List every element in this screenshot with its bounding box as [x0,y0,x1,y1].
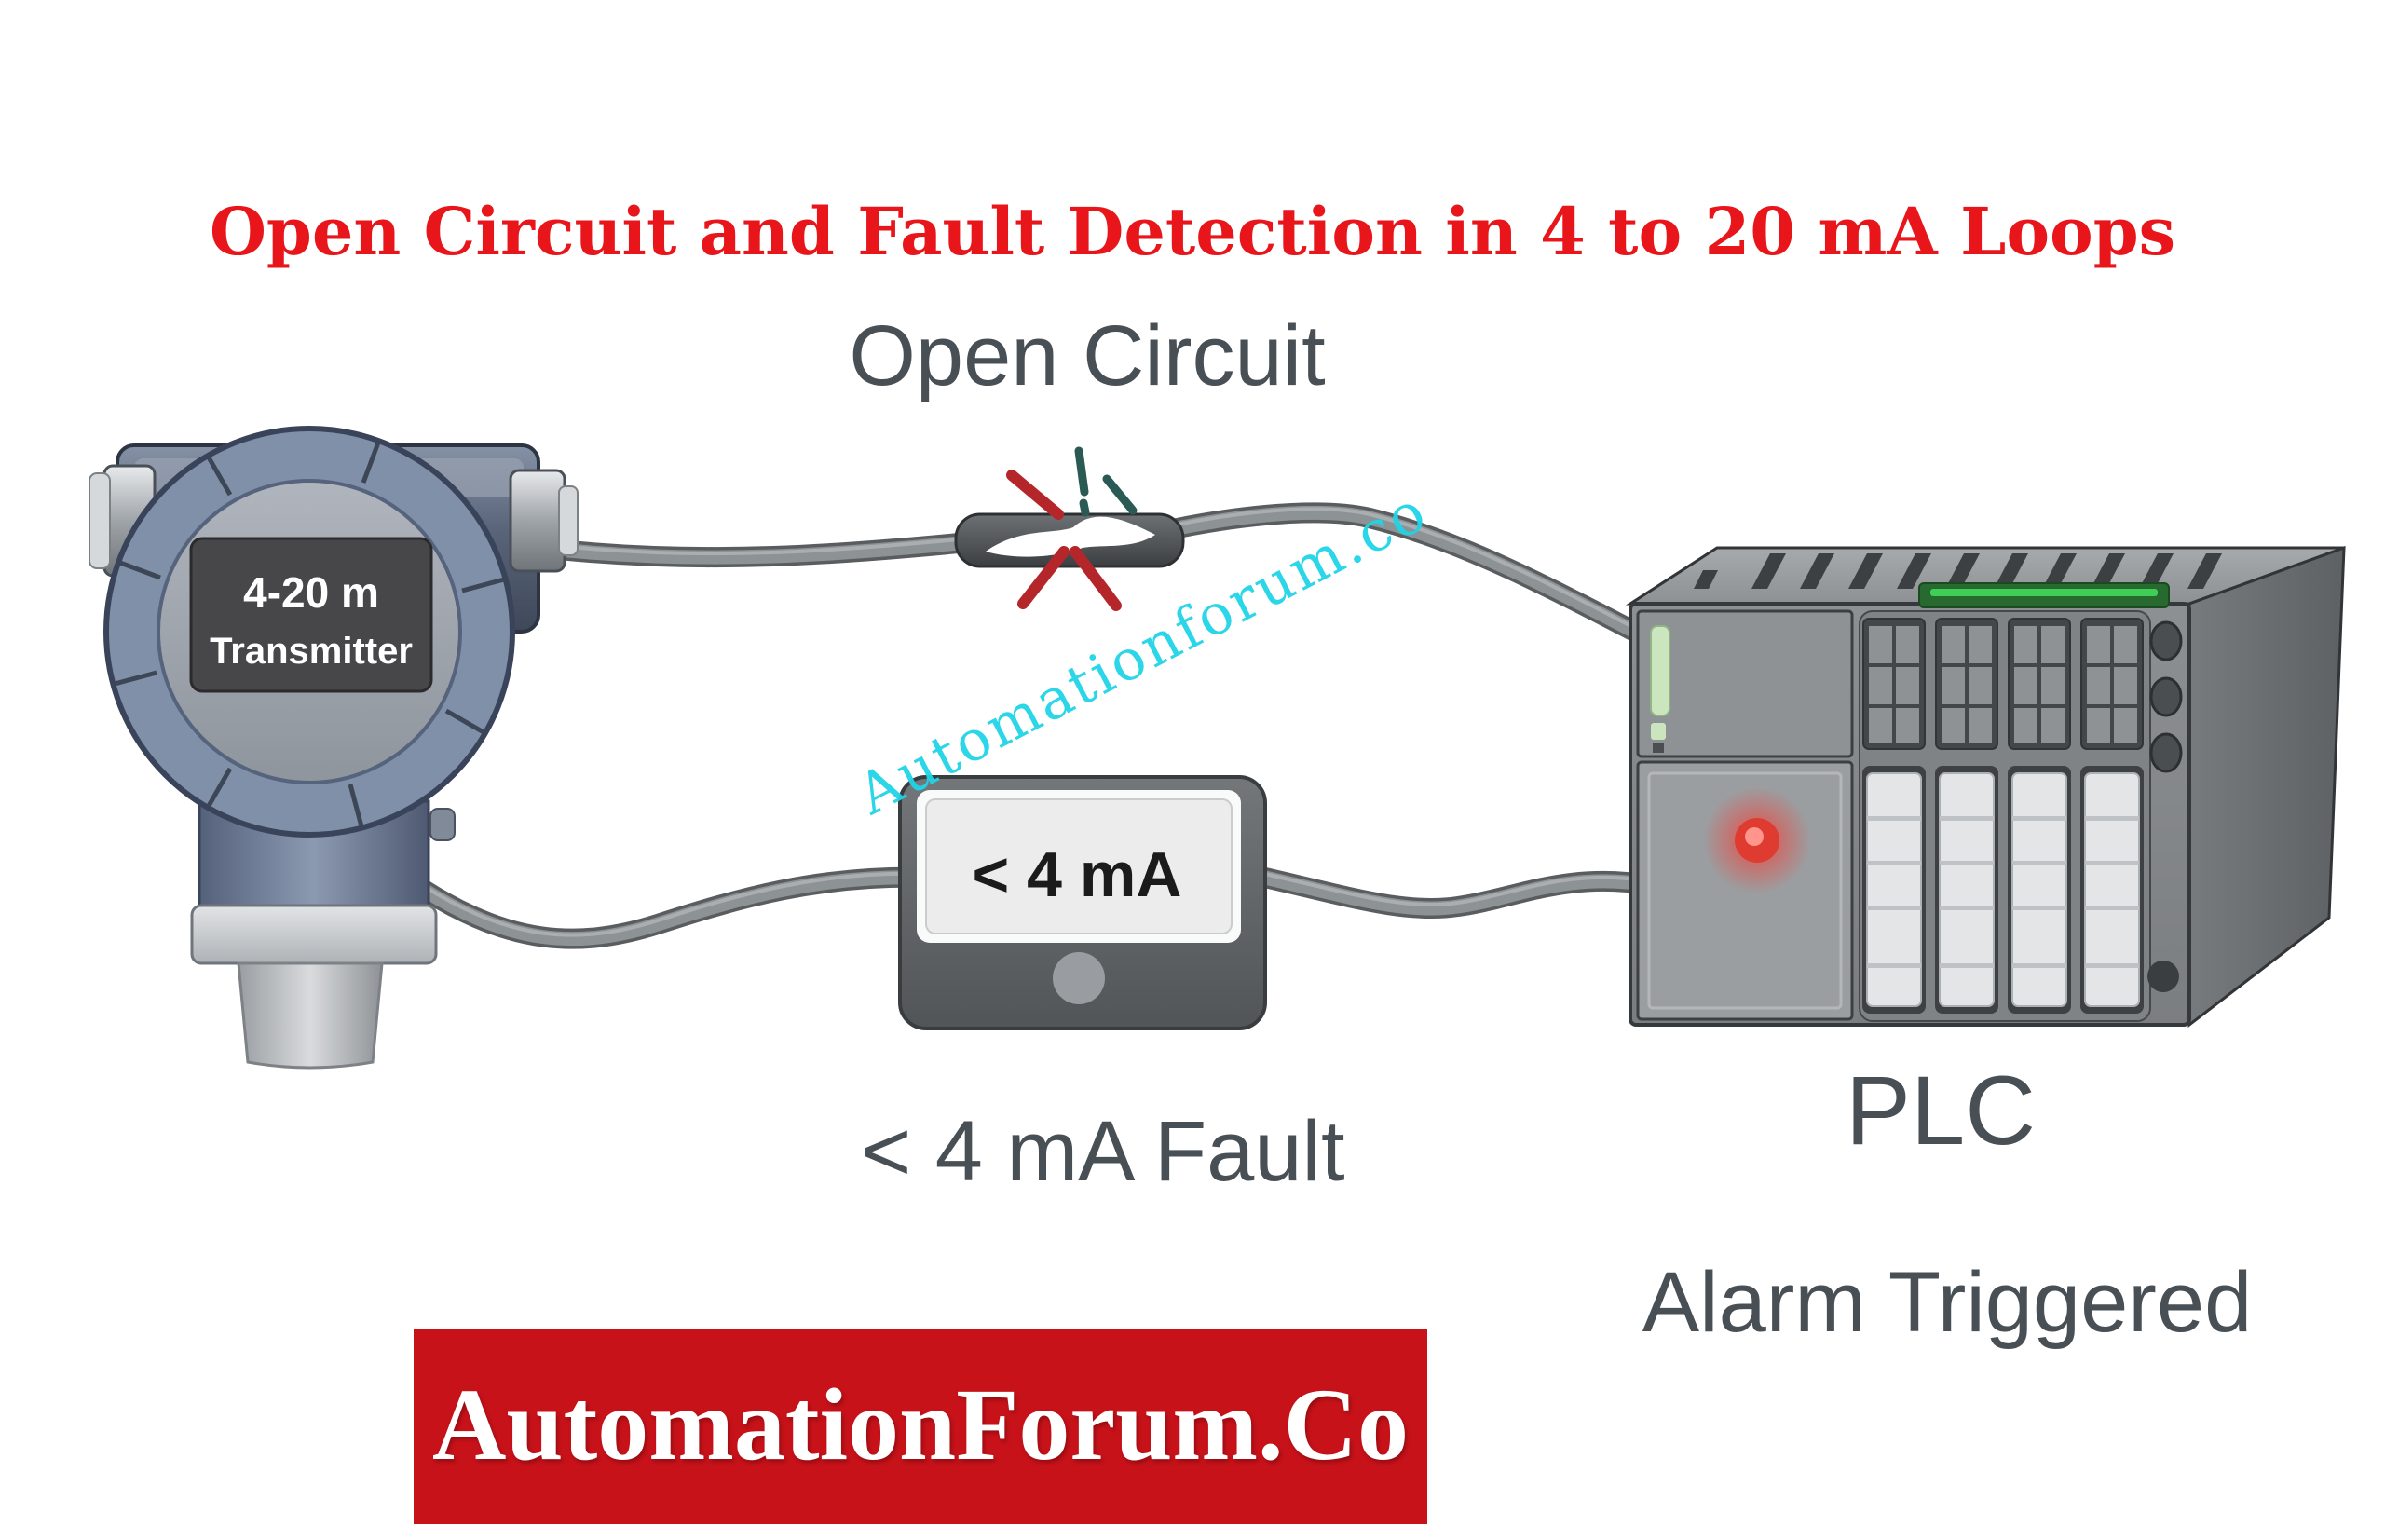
alarm-triggered-label: Alarm Triggered [1642,1255,2253,1350]
plc-cpu-door [1636,760,1854,1021]
current-meter: < 4 mA [898,775,1267,1030]
ring-notches [114,442,505,827]
break-gap [986,516,1155,557]
plc-cpu-module [1636,609,1854,758]
process-connector [237,961,384,1070]
neck-side-knob [429,808,456,841]
meter-screen [925,798,1233,934]
conduit-left-cap [89,472,111,569]
loop-wire-top [549,502,1687,664]
plc-status-strip [1918,582,2170,608]
transmitter-display-line2: Transmitter [210,631,413,672]
conduit-right-cap [558,485,579,556]
plc-io-modules [1859,610,2183,1022]
plc-vents [1694,553,2222,589]
status-led-green [1930,589,2158,596]
wire-break [954,446,1185,611]
open-circuit-label: Open Circuit [849,308,1326,403]
cpu-switch [1653,743,1664,753]
plc-alarm-led-highlight [1745,827,1764,846]
page-title: Open Circuit and Fault Detection in 4 to… [209,193,2176,270]
transmitter-display-line1: 4-20 m [243,568,379,617]
plc-module-columns [1862,766,2144,1014]
neck-ring [190,904,438,965]
cpu-led-small [1651,723,1666,740]
transmitter-display [189,537,433,693]
plc-right-face [2187,545,2346,1029]
conduit-right [509,469,566,573]
plc-label: PLC [1845,1056,2037,1165]
plc-unit [1625,545,2346,1029]
plc-bottom-screw [2147,961,2179,992]
spark-icon [1006,446,1138,611]
plc-side-buttons [2149,620,2183,773]
cpu-led-bar [1650,625,1670,716]
meter-reading: < 4 mA [973,839,1182,910]
transmitter: 4-20 m Transmitter [89,426,579,1070]
fault-label: < 4 mA Fault [861,1104,1345,1199]
brand-banner: AutomationForum.Co [414,1329,1427,1524]
plc-terminal-blocks [1862,618,2144,750]
meter-indicator-button [1053,952,1105,1004]
